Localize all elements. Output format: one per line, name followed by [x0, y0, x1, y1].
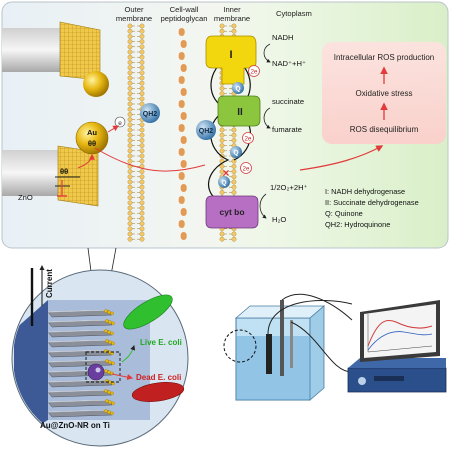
h2o-label: H₂O — [272, 215, 286, 224]
ros-box: Intracellular ROS production Oxidative s… — [322, 42, 446, 144]
zno-electron-label: θθ — [60, 167, 68, 176]
inner-membrane-header-2: membrane — [214, 14, 250, 23]
outer-membrane — [127, 23, 145, 242]
svg-text:2e: 2e — [243, 167, 250, 173]
legend-item-complex-i: I: NADH dehydrogenase — [325, 187, 405, 196]
svg-text:Q: Q — [221, 180, 226, 187]
qh2-inner: QH2 — [196, 120, 216, 140]
inner-membrane-header: Inner — [223, 5, 241, 14]
current-label: Current — [45, 269, 54, 298]
selection-box — [85, 351, 121, 383]
dead-e-coli-label: Dead E. coli — [136, 373, 181, 382]
zno-nanorod-upper — [2, 21, 109, 97]
succinate-label: succinate — [272, 97, 304, 106]
legend: I: NADH dehydrogenase II: Succinate dehy… — [325, 187, 419, 229]
electron-transfer-arrow — [77, 153, 95, 169]
au-nanoparticle: Au θθ — [75, 121, 109, 155]
fumarate-label: fumarate — [272, 125, 302, 134]
cell-wall-header-2: peptidoglycan — [161, 14, 208, 23]
quinone-q2: Q — [230, 146, 242, 158]
bacterium-zoomed — [87, 363, 105, 381]
qh2-inner-label: QH2 — [199, 128, 214, 135]
quinone-q1: Q — [232, 82, 244, 94]
inhibited-pathway — [94, 147, 206, 172]
potentiostat-monitor — [347, 300, 447, 393]
au-nanoparticle-upper — [83, 71, 109, 97]
electrode-zoom-circle: Current Live E. coli Dead E. coli Au@ZnO… — [11, 265, 189, 447]
2e-badge-2: 2e — [242, 132, 254, 144]
complex-i: I — [205, 35, 257, 85]
au-label: Au — [87, 128, 97, 137]
2e-badge-3: 2e — [240, 162, 252, 174]
svg-text:2e: 2e — [251, 70, 258, 76]
oxidative-stress-label: Oxidative stress — [356, 89, 413, 98]
zno-nanorod-lower — [2, 145, 99, 207]
svg-text:Q: Q — [233, 150, 238, 157]
blocked-x-icon: × — [222, 166, 229, 180]
cytoplasm-header: Cytoplasm — [276, 9, 312, 18]
au-electron-label: θθ — [88, 139, 96, 148]
cell-wall-peptidoglycan — [178, 28, 187, 240]
nadh-label: NADH — [272, 33, 294, 42]
membrane-headers: Outer membrane Cell-wall peptidoglycan I… — [116, 5, 312, 23]
ros-pathway-arrow — [299, 145, 384, 171]
qh2-outer-label: QH2 — [143, 111, 158, 118]
cell-wall-header: Cell-wall — [170, 5, 199, 14]
electrochemical-setup — [223, 293, 353, 401]
ros-disequilibrium-label: ROS disequilibrium — [350, 125, 419, 134]
legend-item-quinone: Q: Quinone — [325, 209, 363, 218]
zno-electrons: θθ ZnO — [18, 167, 80, 202]
electrode-caption: Au@ZnO-NR on Ti — [40, 421, 110, 430]
beaker-zoom-circle — [223, 329, 257, 363]
svg-text:Q: Q — [235, 86, 240, 93]
svg-text:2e: 2e — [245, 137, 252, 143]
complex-i-label: I — [229, 49, 232, 61]
electron-label: e — [118, 120, 122, 127]
outer-membrane-header-2: membrane — [116, 14, 152, 23]
live-e-coli-label: Live E. coli — [140, 338, 182, 347]
quinone-q3: Q — [218, 176, 230, 188]
legend-item-hydroquinone: QH2: Hydroquinone — [325, 220, 390, 229]
cyt-bo-complex: cyt bo — [205, 195, 259, 229]
nad-label: NAD⁺+H⁺ — [272, 59, 306, 68]
zno-label: ZnO — [18, 193, 33, 202]
o2-label: 1/2O₂+2H⁺ — [270, 183, 308, 192]
nanorod-array — [47, 309, 113, 418]
top-panel: Au θθ θθ ZnO Outer membrane Cell-wall pe… — [1, 1, 449, 249]
cyt-bo-label: cyt bo — [219, 207, 244, 217]
ros-production-label: Intracellular ROS production — [334, 53, 435, 62]
qh2-outer: QH2 — [140, 103, 160, 123]
complex-ii: II — [217, 95, 261, 127]
outer-membrane-header: Outer — [125, 5, 144, 14]
dead-e-coli: Dead E. coli — [111, 373, 185, 402]
reactions: NADH NAD⁺+H⁺ succinate fumarate 1/2O₂+2H… — [259, 33, 308, 224]
legend-item-complex-ii: II: Succinate dehydrogenase — [325, 198, 419, 207]
live-e-coli: Live E. coli — [121, 294, 182, 363]
complex-ii-label: II — [237, 107, 243, 118]
2e-badge-1: 2e — [248, 65, 260, 77]
electron-outer: e — [107, 116, 126, 133]
